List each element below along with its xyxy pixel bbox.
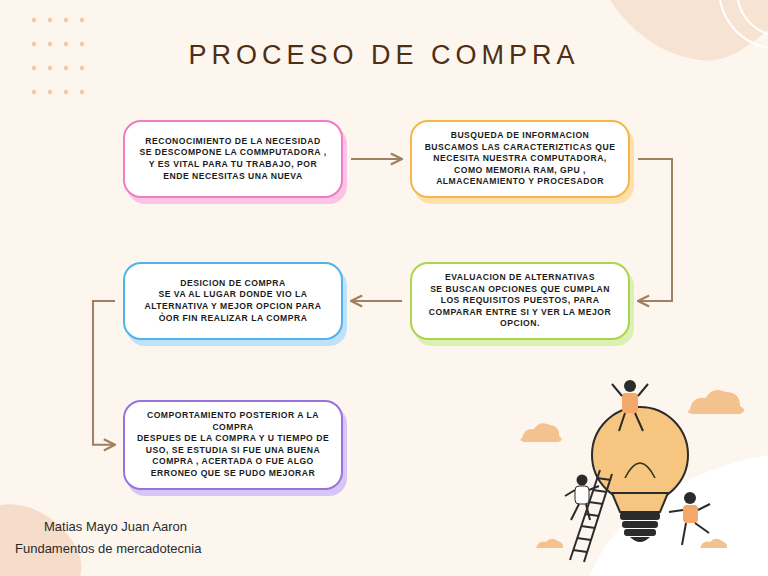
light-bulb: [592, 407, 688, 542]
process-box: BUSQUEDA DE INFORMACIONBUSCAMOS LAS CARA…: [410, 120, 630, 198]
box-heading: EVALUACION DE ALTERNATIVAS: [422, 272, 618, 284]
title: PROCESO DE COMPRA: [0, 40, 768, 71]
arc: [720, 0, 768, 48]
person: [612, 380, 648, 431]
box-body: DESPUES DE LA COMPRA Y U TIEMPO DE USO, …: [135, 433, 331, 479]
ladder: [570, 470, 612, 562]
process-box: EVALUACION DE ALTERNATIVASSE BUSCAN OPCI…: [410, 262, 630, 340]
process-box: RECONOCIMIENTO DE LA NECESIDADSE DESCOMP…: [123, 120, 343, 198]
process-box: DESICION DE COMPRASE VA AL LUGAR DONDE V…: [123, 262, 343, 340]
box-body: BUSCAMOS LAS CARACTERIZTICAS QUE NECESIT…: [422, 142, 618, 188]
box-heading: BUSQUEDA DE INFORMACION: [422, 130, 618, 142]
flow-arrow: [93, 301, 115, 445]
box-heading: DESICION DE COMPRA: [135, 278, 331, 290]
process-box: COMPORTAMIENTO POSTERIOR A LA COMPRADESP…: [123, 400, 343, 490]
author-label: Fundamentos de mercadotecnia: [15, 541, 201, 556]
box-body: SE DESCOMPONE LA COMMPUTADORA , Y ES VIT…: [135, 147, 331, 182]
box-body: SE BUSCAN OPCIONES QUE CUMPLAN LOS REQUI…: [422, 284, 618, 330]
corner-blob: [0, 504, 81, 576]
person: [669, 492, 710, 545]
corner-blob: [610, 0, 768, 60]
arc: [738, 0, 768, 34]
author-label: Matias Mayo Juan Aaron: [44, 519, 187, 534]
flow-arrow: [351, 300, 402, 302]
box-heading: RECONOCIMIENTO DE LA NECESIDAD: [135, 136, 331, 148]
box-body: SE VA AL LUGAR DONDE VIO LA ALTERNATIVA …: [135, 289, 331, 324]
flow-arrow: [638, 159, 672, 301]
person: [565, 475, 599, 521]
cloud: [520, 390, 744, 548]
dot-grid: [32, 18, 84, 94]
box-heading: COMPORTAMIENTO POSTERIOR A LA COMPRA: [135, 410, 331, 433]
flow-arrow: [351, 158, 402, 160]
